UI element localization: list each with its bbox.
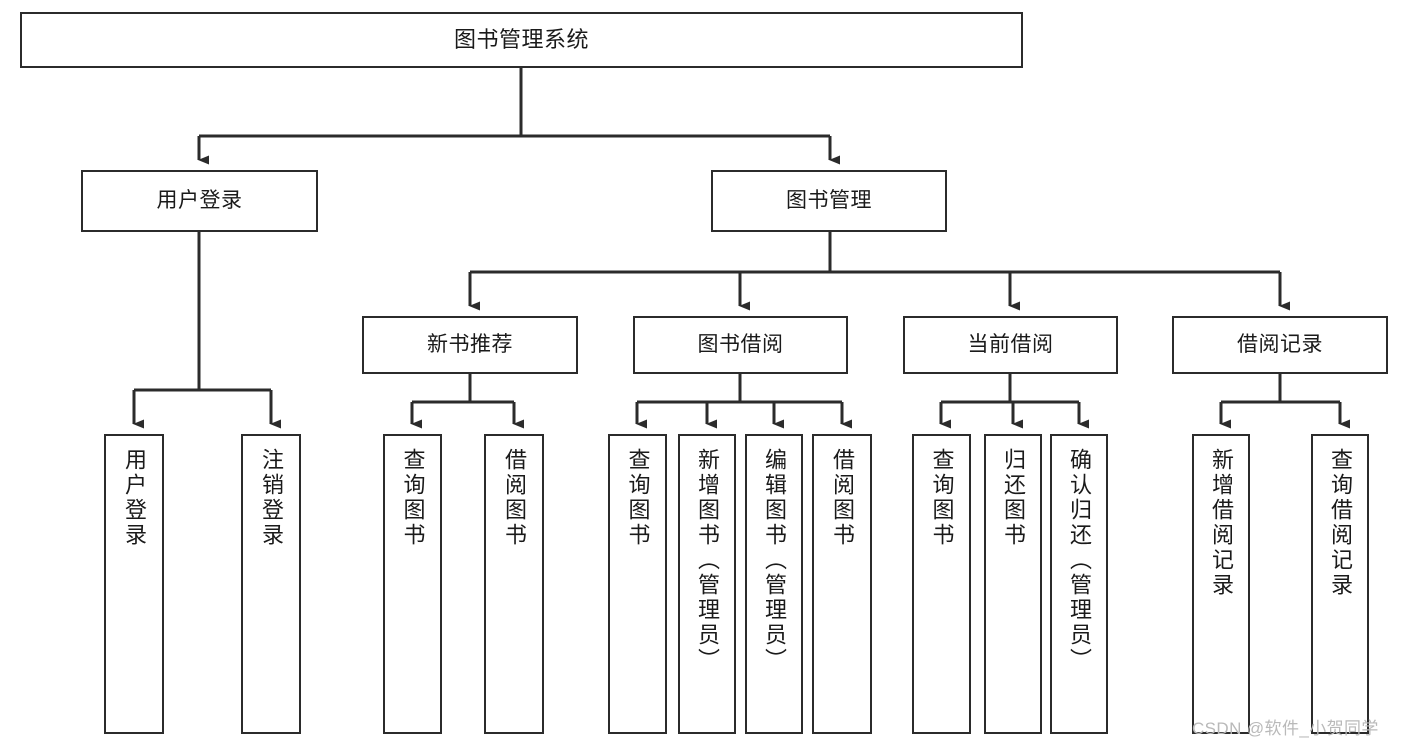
leaf-add-book-admin[interactable]: 新增图书（管理员） xyxy=(678,434,736,734)
node-book-management[interactable]: 图书管理 xyxy=(711,170,947,232)
csdn-watermark: CSDN @软件_小贺同学 xyxy=(1192,719,1379,738)
node-user-login[interactable]: 用户登录 xyxy=(81,170,318,232)
leaf-query-borrow-record-label: 查询借阅记录 xyxy=(1328,448,1353,598)
node-book-borrow-label: 图书借阅 xyxy=(697,333,784,357)
leaf-edit-book-admin[interactable]: 编辑图书（管理员） xyxy=(745,434,803,734)
node-borrow-records-label: 借阅记录 xyxy=(1237,333,1323,357)
leaf-user-login-label: 用户登录 xyxy=(122,448,147,548)
node-root[interactable]: 图书管理系统 xyxy=(20,12,1023,68)
node-new-book-recommend[interactable]: 新书推荐 xyxy=(362,316,578,374)
node-book-borrow[interactable]: 图书借阅 xyxy=(633,316,848,374)
node-borrow-records[interactable]: 借阅记录 xyxy=(1172,316,1388,374)
leaf-query-book-current-label: 查询图书 xyxy=(929,448,955,548)
leaf-lend-book[interactable]: 借阅图书 xyxy=(812,434,872,734)
leaf-user-login[interactable]: 用户登录 xyxy=(104,434,164,734)
leaf-add-borrow-record-label: 新增借阅记录 xyxy=(1209,448,1234,598)
leaf-query-book-borrow[interactable]: 查询图书 xyxy=(608,434,667,734)
leaf-confirm-return-admin[interactable]: 确认归还（管理员） xyxy=(1050,434,1108,734)
leaf-confirm-return-admin-label: 确认归还（管理员） xyxy=(1067,448,1092,673)
leaf-borrow-book-recommend[interactable]: 借阅图书 xyxy=(484,434,544,734)
leaf-add-borrow-record[interactable]: 新增借阅记录 xyxy=(1192,434,1250,734)
leaf-borrow-book-recommend-label: 借阅图书 xyxy=(502,448,527,548)
leaf-return-book[interactable]: 归还图书 xyxy=(984,434,1042,734)
leaf-user-logout[interactable]: 注销登录 xyxy=(241,434,301,734)
node-user-login-label: 用户登录 xyxy=(156,189,243,213)
node-book-management-label: 图书管理 xyxy=(786,189,872,213)
leaf-query-book-recommend[interactable]: 查询图书 xyxy=(383,434,442,734)
leaf-lend-book-label: 借阅图书 xyxy=(830,448,855,548)
node-current-borrow[interactable]: 当前借阅 xyxy=(903,316,1118,374)
leaf-query-book-borrow-label: 查询图书 xyxy=(625,448,651,548)
leaf-add-book-admin-label: 新增图书（管理员） xyxy=(695,448,720,673)
leaf-user-logout-label: 注销登录 xyxy=(259,448,284,548)
node-root-label: 图书管理系统 xyxy=(453,26,589,52)
leaf-return-book-label: 归还图书 xyxy=(1001,448,1026,548)
leaf-query-borrow-record[interactable]: 查询借阅记录 xyxy=(1311,434,1369,734)
leaf-query-book-recommend-label: 查询图书 xyxy=(400,448,426,548)
node-new-book-recommend-label: 新书推荐 xyxy=(427,333,513,357)
node-current-borrow-label: 当前借阅 xyxy=(967,333,1054,357)
leaf-edit-book-admin-label: 编辑图书（管理员） xyxy=(762,448,787,673)
leaf-query-book-current[interactable]: 查询图书 xyxy=(912,434,971,734)
